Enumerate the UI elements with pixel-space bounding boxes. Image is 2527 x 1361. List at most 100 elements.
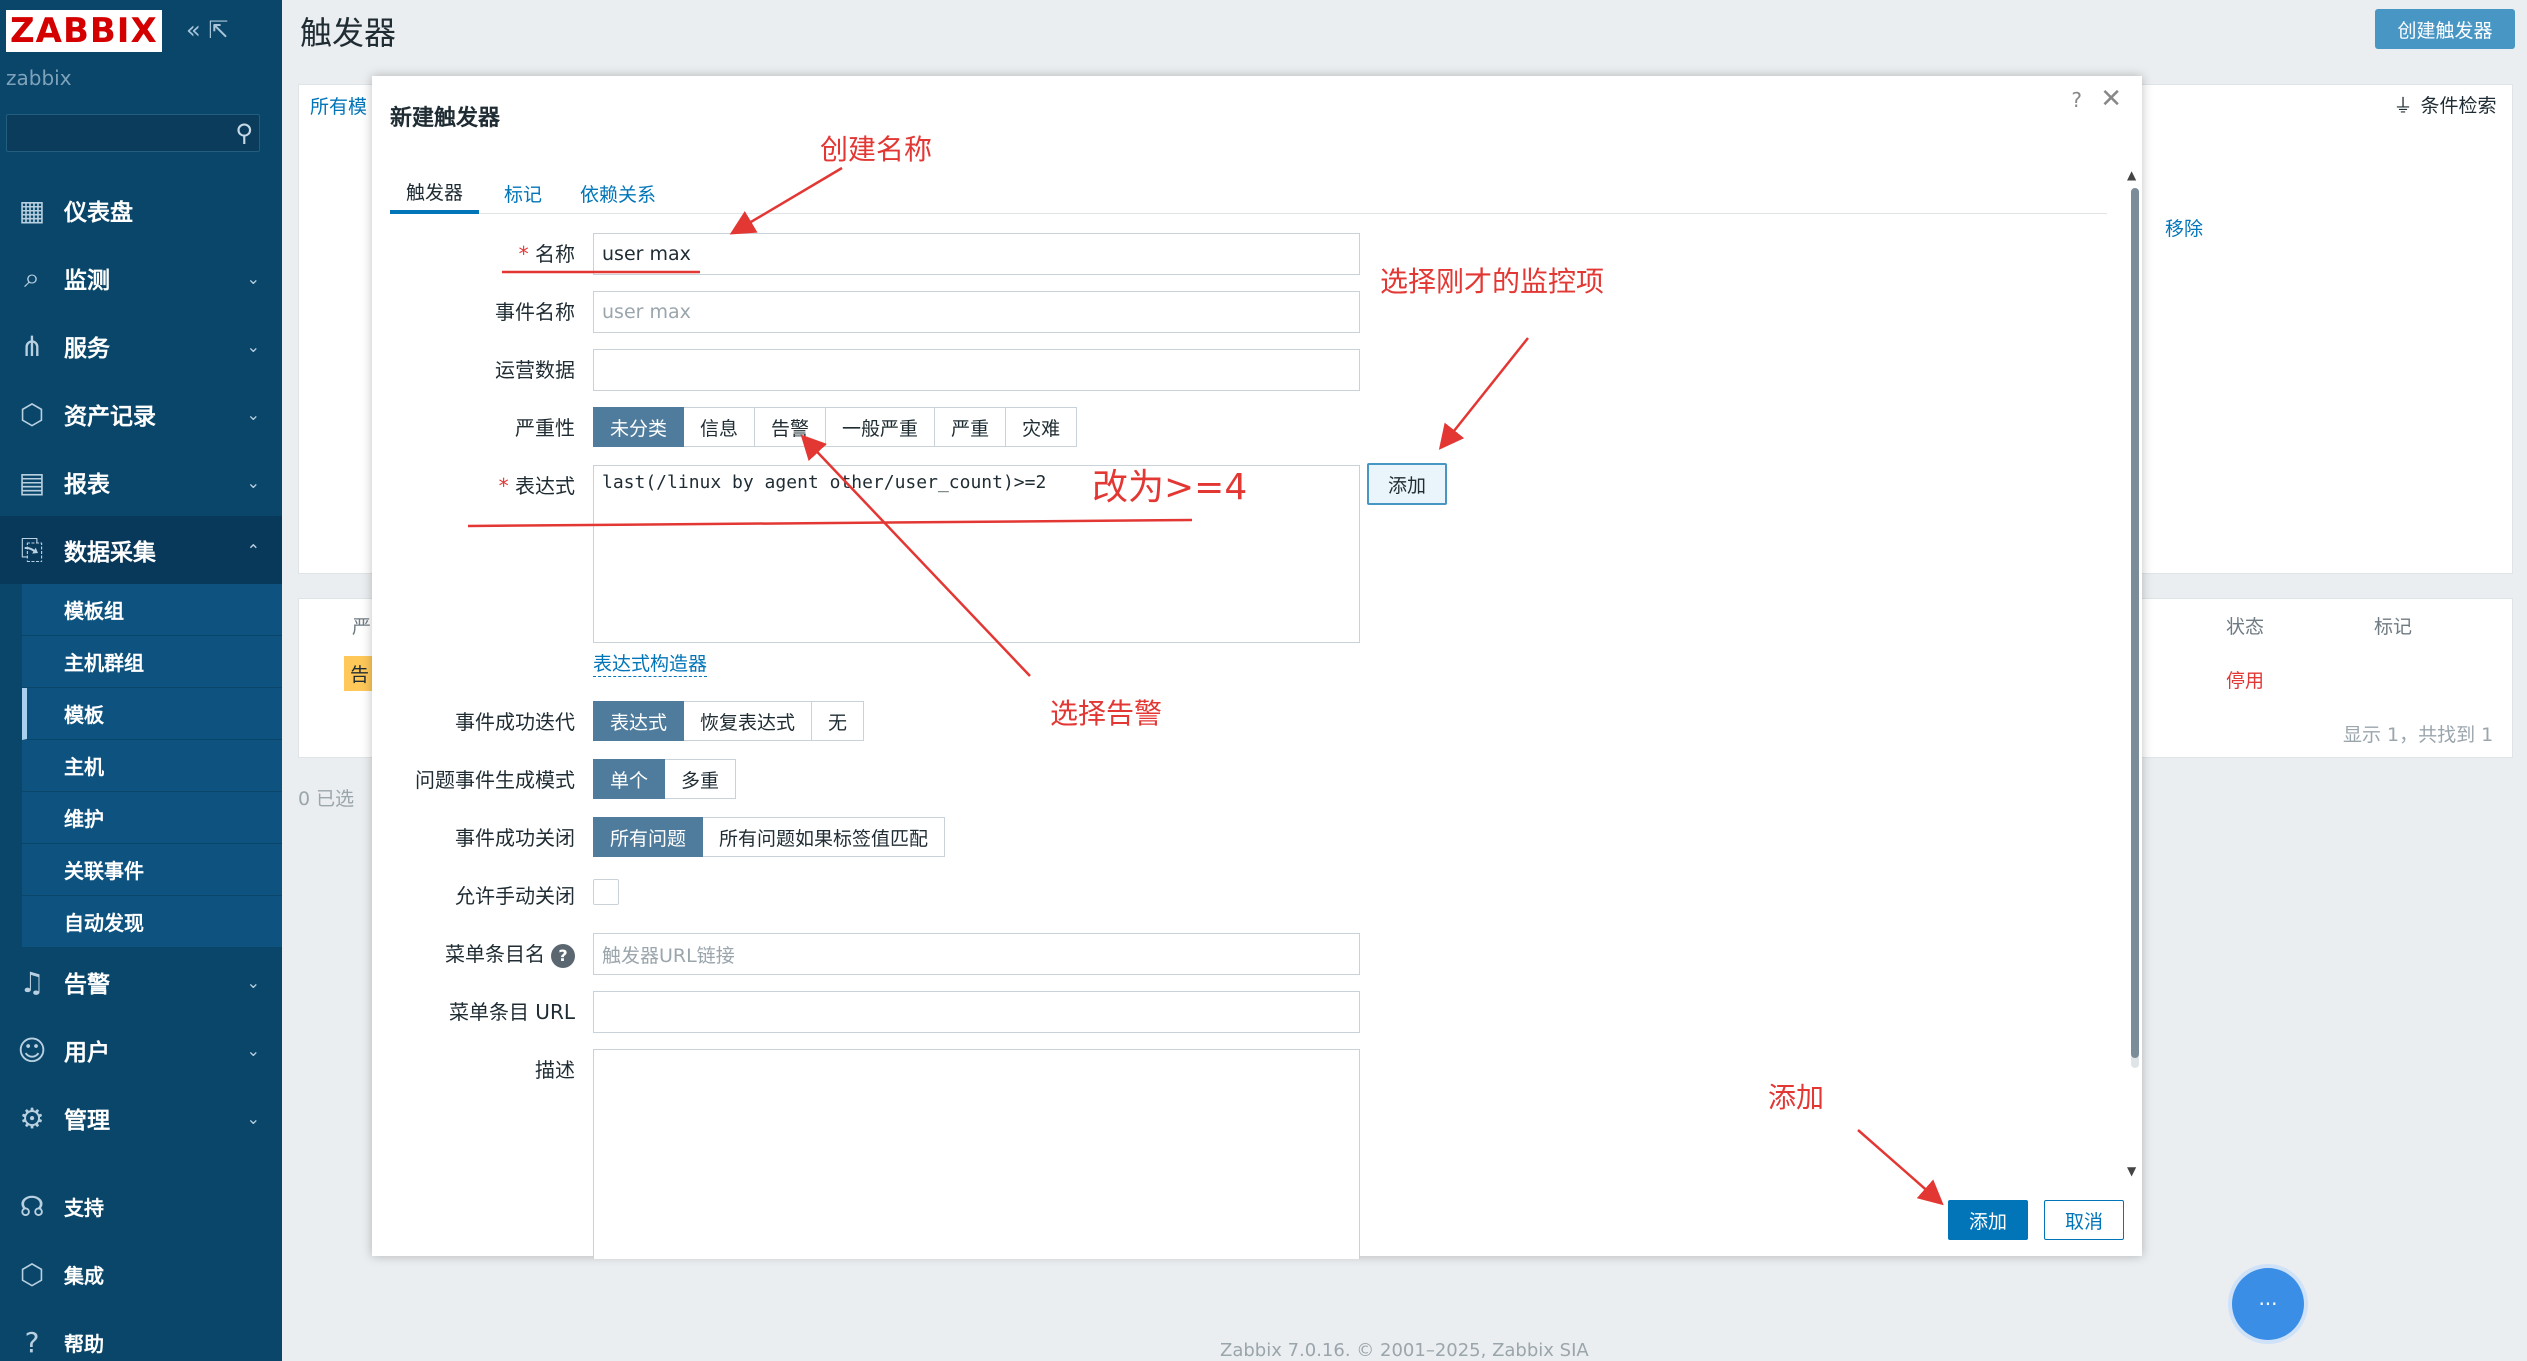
menu-users[interactable]: ☺用户⌄ [0, 1016, 282, 1084]
ok-close-selector: 所有问题 所有问题如果标签值匹配 [593, 817, 946, 857]
menu-inventory[interactable]: ⬡资产记录⌄ [0, 380, 282, 448]
submenu-discovery[interactable]: 自动发现 [22, 896, 282, 948]
chevron-down-icon: ⌄ [246, 972, 260, 992]
chevron-down-icon: ⌄ [246, 472, 260, 492]
chevron-up-icon: ⌃ [246, 540, 260, 560]
close-icon[interactable]: ✕ [2100, 84, 2122, 114]
menu-name-label: 菜单条目名? [372, 938, 575, 968]
tab-tags[interactable]: 标记 [504, 183, 543, 206]
menu-data-collection[interactable]: ⎘数据采集⌃ [0, 516, 282, 584]
menu-administration[interactable]: ⚙管理⌄ [0, 1084, 282, 1152]
severity-label: 严重性 [515, 416, 575, 440]
dialog-help-icon[interactable]: ? [2071, 88, 2082, 112]
expression-constructor-link[interactable]: 表达式构造器 [593, 649, 708, 677]
filter-tab[interactable]: ⏚条件检索 [2370, 84, 2520, 124]
recovery-recovery-expression[interactable]: 恢复表达式 [684, 701, 813, 741]
remove-link[interactable]: 移除 [2165, 218, 2204, 240]
submenu-templates[interactable]: 模板 [22, 688, 282, 740]
chevron-down-icon: ⌄ [246, 336, 260, 356]
chevron-down-icon: ⌄ [246, 404, 260, 424]
severity-cell: 告 [344, 656, 376, 691]
status-disabled[interactable]: 停用 [2226, 670, 2265, 692]
submenu-host-groups[interactable]: 主机群组 [22, 636, 282, 688]
submenu-template-groups[interactable]: 模板组 [22, 584, 282, 636]
gen-mode-label: 问题事件生成模式 [415, 768, 575, 792]
add-expression-button[interactable]: 添加 [1367, 463, 1447, 505]
chevron-down-icon: ⌄ [246, 1040, 260, 1060]
chevron-down-icon: ⌄ [246, 1108, 260, 1128]
data-collection-submenu: 模板组 主机群组 模板 主机 维护 关联事件 自动发现 [22, 584, 282, 948]
menu-reports[interactable]: ▤报表⌄ [0, 448, 282, 516]
menu-help[interactable]: ?帮助 [0, 1308, 282, 1361]
manual-close-checkbox[interactable] [593, 879, 619, 905]
scroll-down-icon[interactable]: ▼ [2127, 1164, 2137, 1178]
event-name-input[interactable]: user max [593, 291, 1360, 333]
menu-monitoring[interactable]: ⌕监测⌄ [0, 244, 282, 312]
expression-textarea[interactable]: last(/linux by agent other/user_count)>=… [593, 465, 1360, 643]
gen-mode-single[interactable]: 单个 [593, 759, 666, 799]
opdata-input[interactable] [593, 349, 1360, 391]
severity-high[interactable]: 严重 [935, 407, 1007, 447]
menu-dashboard[interactable]: ▦仪表盘 [0, 176, 282, 244]
submenu-event-correlation[interactable]: 关联事件 [22, 844, 282, 896]
scroll-up-icon[interactable]: ▲ [2127, 168, 2137, 182]
selected-count: 0 已选 [298, 788, 355, 810]
main-menu: ▦仪表盘 ⌕监测⌄ ⋔服务⌄ ⬡资产记录⌄ ▤报表⌄ ⎘数据采集⌃ 模板组 主机… [0, 176, 282, 1361]
tab-trigger[interactable]: 触发器 [390, 172, 480, 214]
ok-close-all[interactable]: 所有问题 [593, 817, 704, 857]
col-severity: 严 [352, 616, 372, 638]
description-textarea[interactable] [593, 1049, 1360, 1259]
zabbix-logo[interactable]: ZABBIX [6, 10, 162, 52]
severity-not-classified[interactable]: 未分类 [593, 407, 685, 447]
gen-mode-multiple[interactable]: 多重 [665, 759, 737, 799]
scroll-thumb[interactable] [2131, 188, 2139, 1058]
severity-warning[interactable]: 告警 [755, 407, 827, 447]
severity-selector: 未分类 信息 告警 一般严重 严重 灾难 [593, 407, 1078, 447]
cancel-button[interactable]: 取消 [2044, 1200, 2124, 1240]
underline-expression [467, 518, 1193, 528]
support-icon: ☊ [19, 1189, 45, 1223]
menu-url-input[interactable] [593, 991, 1360, 1033]
recovery-none[interactable]: 无 [812, 701, 865, 741]
arrow-to-add [1857, 1129, 1944, 1206]
add-trigger-button[interactable]: 添加 [1948, 1200, 2028, 1240]
create-trigger-button[interactable]: 创建触发器 [2375, 9, 2515, 49]
reports-icon: ▤ [18, 465, 46, 499]
monitoring-icon: ⌕ [24, 261, 40, 294]
collapse-sidebar-icon[interactable]: « ⇱ [186, 16, 229, 44]
users-icon: ☺ [17, 1033, 47, 1067]
gen-mode-selector: 单个 多重 [593, 759, 737, 799]
breadcrumb[interactable]: 所有模 [310, 96, 368, 118]
menu-name-input[interactable]: 触发器URL链接 [593, 933, 1360, 975]
dashboard-icon: ▦ [18, 193, 46, 227]
severity-disaster[interactable]: 灾难 [1006, 407, 1078, 447]
submenu-maintenance[interactable]: 维护 [22, 792, 282, 844]
recovery-expression[interactable]: 表达式 [593, 701, 685, 741]
menu-support[interactable]: ☊支持 [0, 1172, 282, 1240]
help-icon: ? [24, 1325, 40, 1359]
admin-icon: ⚙ [19, 1101, 45, 1135]
severity-average[interactable]: 一般严重 [826, 407, 936, 447]
menu-services[interactable]: ⋔服务⌄ [0, 312, 282, 380]
submenu-hosts[interactable]: 主机 [22, 740, 282, 792]
sidebar-search-input[interactable]: ⚲ [6, 114, 260, 152]
search-icon[interactable]: ⚲ [235, 119, 253, 147]
ok-close-tag-match[interactable]: 所有问题如果标签值匹配 [703, 817, 946, 857]
annotation-add: 添加 [1768, 1081, 1825, 1114]
tab-dependencies[interactable]: 依赖关系 [580, 183, 657, 206]
name-label: * 名称 [518, 242, 575, 266]
menu-alerts[interactable]: ♫告警⌄ [0, 948, 282, 1016]
recovery-selector: 表达式 恢复表达式 无 [593, 701, 865, 741]
page-title: 触发器 [300, 14, 397, 52]
floating-assistant-button[interactable]: ··· [2232, 1268, 2304, 1340]
annotation-select-warning: 选择告警 [1050, 697, 1163, 730]
severity-information[interactable]: 信息 [684, 407, 756, 447]
dialog-scrollbar[interactable] [2131, 188, 2139, 1068]
question-icon[interactable]: ? [551, 944, 575, 968]
annotation-create-name: 创建名称 [820, 133, 933, 166]
menu-integrations[interactable]: ⬡集成 [0, 1240, 282, 1308]
sidebar: ZABBIX « ⇱ zabbix ⚲ ▦仪表盘 ⌕监测⌄ ⋔服务⌄ ⬡资产记录… [0, 0, 282, 1361]
col-state: 状态 [2226, 616, 2265, 638]
name-input[interactable]: user max [593, 233, 1360, 275]
